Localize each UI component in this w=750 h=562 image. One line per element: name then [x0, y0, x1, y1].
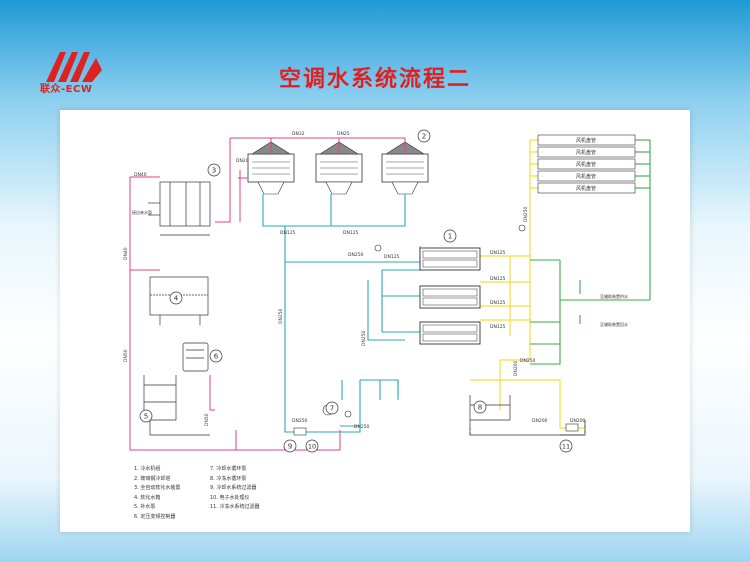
- chiller-unit: [419, 247, 481, 271]
- marker-5: 5: [144, 413, 148, 421]
- pipe-label: DN32: [292, 131, 305, 137]
- return-note: 至辅助装置回水: [600, 321, 628, 327]
- marker-3: 3: [212, 167, 216, 175]
- fan-coil-label: 风机盘管: [576, 149, 596, 156]
- chilled-return-pipes: [530, 139, 651, 365]
- pipe-label: DN250: [278, 308, 284, 324]
- legend-item: 8. 冷冻水循环泵: [210, 475, 247, 482]
- diagram-sheet: 风机盘管 风机盘管 风机盘管 风机盘管 风机盘管 3 2 1 4: [60, 110, 690, 532]
- water-system-flow-diagram: 风机盘管 风机盘管 风机盘管 风机盘管 风机盘管 3 2 1 4: [123, 129, 651, 453]
- pipe-label: DN50: [123, 349, 129, 362]
- pipe-label: DN25: [337, 131, 350, 137]
- marker-8: 8: [478, 404, 482, 412]
- logo-text: 联众-ECW: [40, 84, 93, 95]
- chiller-unit: [419, 321, 481, 345]
- pipe-label: DN40: [123, 247, 129, 260]
- legend-item: 6. 定压变频控制器: [134, 513, 176, 520]
- cooling-tower: [381, 141, 429, 195]
- marker-1: 1: [448, 233, 452, 241]
- chilled-supply-pipes: [470, 139, 585, 429]
- legend-item: 10. 电子水处理仪: [210, 494, 250, 501]
- vertical-pipe-labels: DN40 DN50 DN250 DN250 DN250 DN200 DN50: [123, 206, 529, 426]
- pipe-label: DN50: [204, 413, 210, 426]
- pipe-label: DN250: [523, 206, 529, 222]
- fan-coil-units: 风机盘管 风机盘管 风机盘管 风机盘管 风机盘管: [537, 134, 636, 194]
- pipe-label: DN200: [513, 360, 519, 376]
- marker-11: 11: [562, 443, 570, 451]
- legend-item: 4. 软化水箱: [134, 494, 161, 501]
- cooling-supply-pipes: [262, 194, 421, 433]
- legend-item: 2. 玻璃钢冷却塔: [134, 475, 171, 482]
- legend-item: 5. 补水泵: [134, 504, 156, 510]
- legend-item: 1. 冷水机组: [134, 466, 161, 472]
- marker-2: 2: [422, 133, 426, 141]
- water-in-note: 接自来水管: [132, 209, 152, 215]
- cooling-return-pipes: [129, 137, 406, 451]
- legend-item: 7. 冷却水循环泵: [210, 466, 247, 472]
- marker-9: 9: [288, 443, 292, 451]
- pipe-label: DN250: [354, 424, 370, 430]
- legend-item: 11. 冷冻水系统过滤器: [210, 504, 260, 510]
- pipe-label: DN125: [384, 254, 400, 260]
- component-markers: 3 2 1 4 6 5 7 8 9 10 11: [139, 129, 573, 453]
- pipe-label: DN125: [490, 276, 506, 282]
- pipe-size-labels: DN32 DN25 DN20 DN40 DN125 DN125 DN125 DN…: [134, 131, 586, 430]
- pipe-label: DN125: [490, 250, 506, 256]
- legend-item: 3. 全自动软化水装置: [134, 485, 181, 491]
- fan-coil-label: 风机盘管: [576, 173, 596, 180]
- cooling-towers: [247, 141, 429, 195]
- cooling-tower: [247, 141, 295, 195]
- pipe-label: DN20: [236, 158, 249, 164]
- legend-left: 1. 冷水机组 2. 玻璃钢冷却塔 3. 全自动软化水装置 4. 软化水箱 5.…: [134, 465, 180, 522]
- chiller-unit: [419, 285, 481, 309]
- marker-10: 10: [308, 443, 316, 451]
- pipe-label: DN200: [570, 418, 586, 424]
- pipe-label: DN125: [490, 324, 506, 330]
- pipe-label: DN250: [520, 358, 536, 364]
- pipe-label: DN250: [348, 252, 364, 258]
- marker-6: 6: [214, 353, 219, 361]
- page-title: 空调水系统流程二: [278, 67, 471, 92]
- fan-coil-label: 风机盘管: [576, 161, 596, 168]
- chiller-units: [419, 247, 481, 345]
- pipe-label: DN125: [280, 230, 296, 236]
- fan-coil-label: 风机盘管: [576, 185, 596, 192]
- pipe-label: DN200: [532, 418, 548, 424]
- pipe-label: DN40: [134, 172, 147, 178]
- annotation-notes: 接自来水管 至辅助装置供水 至辅助装置回水: [132, 209, 628, 327]
- pipe-label: DN125: [490, 300, 506, 306]
- legend-item: 9. 冷却水系统过滤器: [210, 485, 257, 491]
- pipe-label: DN125: [343, 230, 359, 236]
- fan-coil-label: 风机盘管: [576, 137, 596, 144]
- pipe-label: DN250: [361, 330, 367, 346]
- marker-7: 7: [330, 405, 334, 413]
- company-logo: [46, 52, 102, 82]
- pipe-label: DN250: [292, 418, 308, 424]
- marker-4: 4: [174, 295, 179, 303]
- legend-right: 7. 冷却水循环泵 8. 冷冻水循环泵 9. 冷却水系统过滤器 10. 电子水处…: [210, 465, 260, 513]
- supply-note: 至辅助装置供水: [600, 293, 628, 299]
